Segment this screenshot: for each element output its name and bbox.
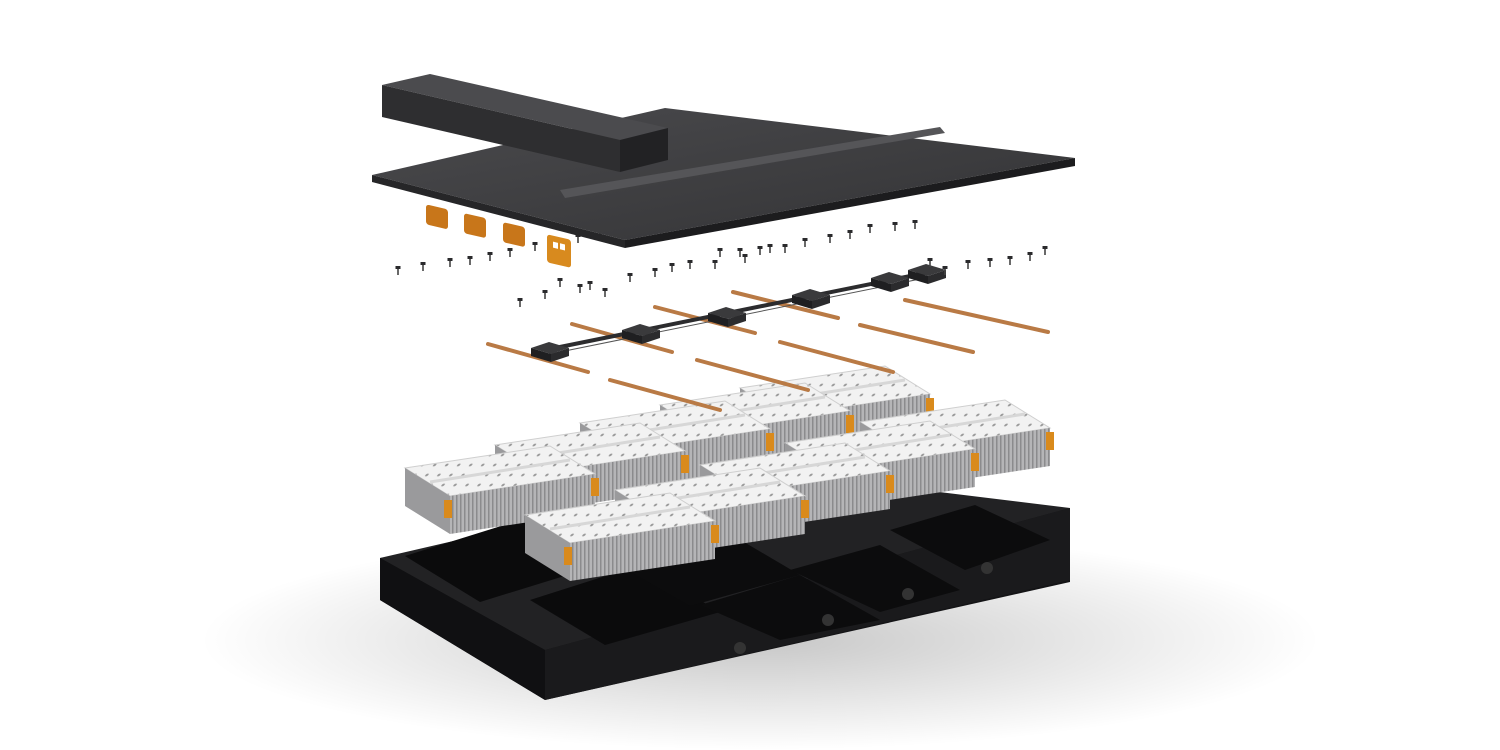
- connector-bar-front: [382, 85, 620, 172]
- fastener: [420, 262, 426, 271]
- busbar: [778, 340, 895, 374]
- bms-module: [708, 307, 746, 327]
- fastener: [892, 222, 898, 231]
- bms-module: [792, 289, 830, 309]
- connector-bar-top: [382, 74, 668, 140]
- lv-connector-icon: [547, 234, 571, 268]
- fastener: [447, 258, 453, 267]
- fastener: [557, 278, 563, 287]
- tray-bolt-hole: [734, 642, 746, 654]
- fastener: [987, 258, 993, 267]
- fastener: [867, 224, 873, 233]
- fastener: [847, 230, 853, 239]
- hv-connector-icon: [503, 222, 525, 247]
- fastener: [542, 290, 548, 299]
- fastener: [1007, 256, 1013, 265]
- fastener: [395, 266, 401, 275]
- fastener: [827, 234, 833, 243]
- fastener: [737, 248, 743, 257]
- hv-connector-icon: [426, 204, 448, 229]
- cell-module: [523, 492, 719, 581]
- fastener: [767, 244, 773, 253]
- fastener: [965, 260, 971, 269]
- busbar: [903, 298, 1050, 334]
- fastener: [802, 238, 808, 247]
- tray-bolt-hole: [981, 562, 993, 574]
- busbar: [731, 290, 840, 320]
- fastener: [507, 248, 513, 257]
- fastener: [687, 260, 693, 269]
- fastener: [1027, 252, 1033, 261]
- tray-bolt-hole: [822, 614, 834, 626]
- fastener: [602, 288, 608, 297]
- fastener: [717, 248, 723, 257]
- fastener: [532, 242, 538, 251]
- fastener: [942, 266, 948, 275]
- lid-with-connector-bar: [372, 74, 1075, 268]
- cell-module: [403, 445, 599, 534]
- fastener: [577, 284, 583, 293]
- bms-module: [531, 342, 569, 362]
- fastener: [1042, 246, 1048, 255]
- fastener: [712, 260, 718, 269]
- bms-harness: [531, 264, 946, 362]
- busbar: [858, 323, 975, 354]
- fastener: [627, 273, 633, 282]
- fastener: [927, 258, 933, 267]
- fastener: [669, 263, 675, 272]
- fastener: [912, 220, 918, 229]
- fastener: [757, 246, 763, 255]
- fastener: [782, 244, 788, 253]
- busbar: [653, 305, 757, 335]
- hv-connector-icon: [464, 213, 486, 238]
- tray-bolt-hole: [902, 588, 914, 600]
- connector-bar-end: [620, 128, 668, 172]
- fastener: [742, 254, 748, 263]
- bms-module: [908, 264, 946, 284]
- fastener: [467, 256, 473, 265]
- fastener: [487, 252, 493, 261]
- busbar: [608, 378, 722, 412]
- fastener: [652, 268, 658, 277]
- fastener: [587, 281, 593, 290]
- busbar: [695, 358, 810, 392]
- bms-module: [622, 324, 660, 344]
- cell-modules: [403, 365, 1054, 581]
- fastener: [517, 298, 523, 307]
- fastener-set: [395, 220, 1048, 307]
- bms-module: [871, 272, 909, 292]
